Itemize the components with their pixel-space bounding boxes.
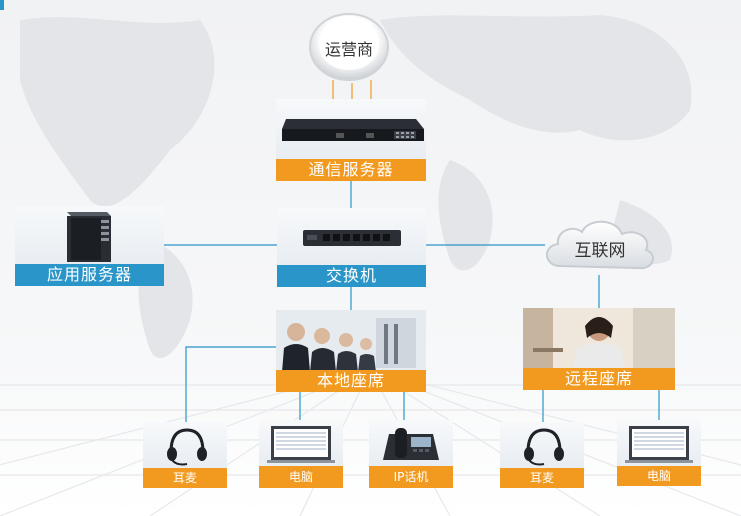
local-headset-label: 耳麦: [143, 468, 227, 488]
tower-server-icon: [67, 212, 111, 262]
comm-server-label: 通信服务器: [276, 159, 426, 181]
internet-label: 互联网: [574, 241, 626, 261]
internet-node: 互联网: [540, 214, 660, 276]
switch-card: [277, 208, 426, 265]
headset-icon: [167, 428, 207, 466]
local-pc-card: [259, 420, 343, 466]
circle-badge-icon: [309, 13, 389, 81]
carrier-node: 运营商: [308, 12, 390, 82]
app-server-label: 应用服务器: [15, 264, 164, 286]
local-seat-label: 本地座席: [276, 370, 426, 392]
headset-icon: [524, 428, 564, 466]
carrier-label: 运营商: [324, 40, 373, 59]
call-center-agents-image: [276, 310, 426, 372]
switch-label: 交换机: [277, 265, 426, 287]
ip-phone-card: [369, 420, 453, 466]
laptop-icon: [625, 426, 693, 463]
remote-pc-card: [617, 420, 701, 466]
local-pc-label: 电脑: [259, 466, 343, 488]
remote-seat-photo: [523, 308, 675, 370]
remote-headset-label: 耳麦: [500, 468, 584, 488]
local-headset-card: [143, 422, 227, 468]
desk-phone-icon: [383, 428, 439, 460]
remote-agent-image: [523, 308, 675, 370]
app-server-card: [15, 206, 164, 264]
remote-pc-label: 电脑: [617, 466, 701, 486]
remote-headset-card: [500, 422, 584, 468]
remote-seat-label: 远程座席: [523, 368, 675, 390]
comm-server-card: [276, 99, 426, 159]
cloud-icon: [546, 220, 654, 270]
local-seat-photo: [276, 310, 426, 372]
laptop-icon: [267, 426, 335, 463]
network-switch-icon: [303, 230, 401, 246]
ip-phone-label: IP话机: [369, 466, 453, 488]
rack-server-icon: [282, 119, 424, 141]
